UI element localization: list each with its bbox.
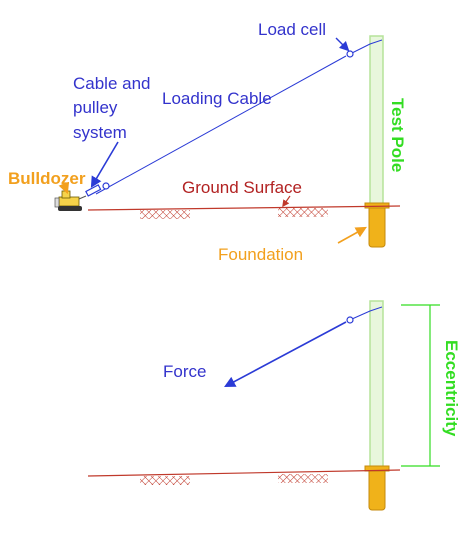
load-cell-icon <box>346 316 354 324</box>
cable-pulley-block <box>85 184 102 197</box>
test-pole <box>369 35 384 207</box>
foundation-pointer <box>337 226 367 244</box>
foundation <box>368 204 386 248</box>
foundation <box>368 467 386 511</box>
soil-hatch <box>278 474 328 483</box>
cable-pulley-label-line1: Cable and <box>73 74 151 93</box>
ground-surface-label: Ground Surface <box>182 178 302 197</box>
loading-cable <box>95 55 347 195</box>
bulldozer-label: Bulldozer <box>8 169 86 188</box>
load-cell-label: Load cell <box>258 20 326 39</box>
test-pole <box>369 300 384 470</box>
loading-cable-label: Loading Cable <box>162 89 272 108</box>
loading-cable-upper <box>351 39 383 54</box>
top-diagram: Load cell Cable and pulley system Loadin… <box>8 20 407 264</box>
soil-hatch <box>278 208 328 217</box>
ground-surface-line <box>87 469 401 477</box>
ground-surface-pointer <box>282 195 291 208</box>
eccentricity-dimension <box>401 304 440 467</box>
pulley-pointer <box>90 141 119 188</box>
soil-hatch <box>140 476 190 485</box>
foundation-cap <box>364 202 390 209</box>
load-cell-icon <box>346 50 354 58</box>
cable-pulley-label-line3: system <box>73 123 127 142</box>
bulldozer-icon <box>54 190 87 211</box>
force-label: Force <box>163 362 206 381</box>
test-pole-label: Test Pole <box>388 98 407 172</box>
eccentricity-label: Eccentricity <box>442 340 461 437</box>
bottom-diagram: Force Eccentricity <box>87 300 461 511</box>
force-arrow <box>224 321 347 388</box>
soil-hatch <box>140 210 190 219</box>
ground-surface-line <box>87 205 401 211</box>
bulldozer-pointer <box>58 181 70 195</box>
load-cell-pointer <box>335 37 350 52</box>
cable-pulley-label-line2: pulley <box>73 98 118 117</box>
force-cable-upper <box>351 306 383 320</box>
foundation-label: Foundation <box>218 245 303 264</box>
pulley-icon <box>102 182 110 190</box>
